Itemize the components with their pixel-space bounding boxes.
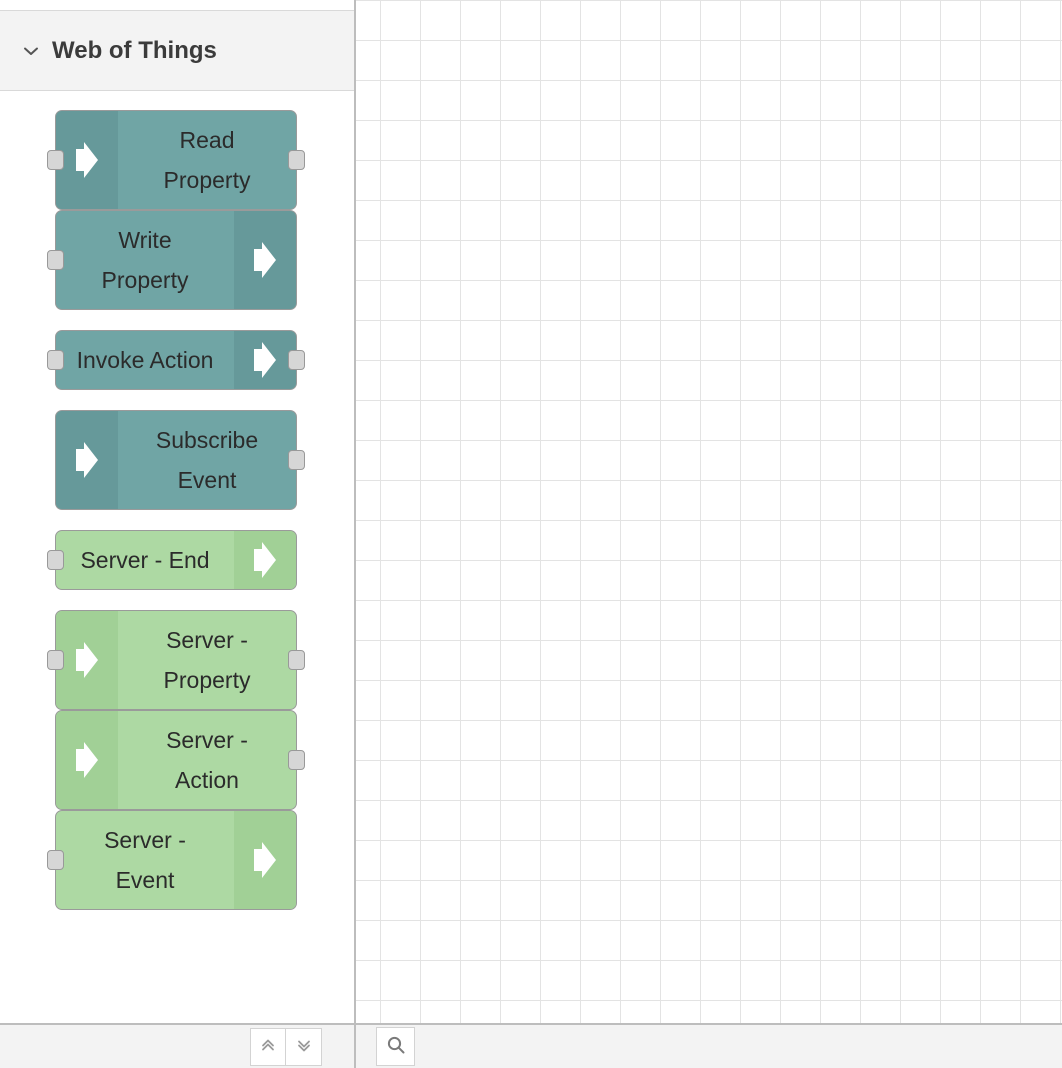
palette-node[interactable]: Write Property xyxy=(47,210,297,310)
palette-node-row: Write Property xyxy=(0,192,354,310)
palette-node-row: Subscribe Event xyxy=(0,392,354,510)
search-button[interactable] xyxy=(376,1027,415,1066)
palette-node-row: Server - Action xyxy=(0,692,354,810)
palette-node-label: Server - Property xyxy=(163,627,251,693)
palette-node[interactable]: Server - End xyxy=(47,530,297,590)
canvas-footer-controls xyxy=(356,1025,415,1068)
palette-node-label: Subscribe Event xyxy=(155,427,259,493)
palette-node[interactable]: Server - Property xyxy=(47,610,305,710)
node-output-port[interactable] xyxy=(288,350,305,370)
chevron-down-icon xyxy=(14,40,48,62)
palette-node-row: Server - Property xyxy=(0,592,354,710)
palette-node-label: Server - Event xyxy=(104,827,186,893)
palette-node-label: Invoke Action xyxy=(76,347,214,373)
double-chevron-up-icon xyxy=(258,1035,278,1058)
arrow-right-icon xyxy=(234,811,296,909)
palette-node[interactable]: Read Property xyxy=(47,110,305,210)
palette-node-label: Write Property xyxy=(101,227,189,293)
footer-divider xyxy=(354,1025,356,1068)
flow-canvas[interactable] xyxy=(356,0,1062,1023)
palette-node[interactable]: Server - Action xyxy=(55,710,305,810)
node-output-port[interactable] xyxy=(288,150,305,170)
node-input-port[interactable] xyxy=(47,350,64,370)
node-output-port[interactable] xyxy=(288,750,305,770)
arrow-right-icon xyxy=(56,711,118,809)
palette-category-label: Web of Things xyxy=(52,36,217,64)
arrow-right-icon xyxy=(56,111,118,209)
node-output-port[interactable] xyxy=(288,450,305,470)
palette-node-label: Server - End xyxy=(80,547,210,573)
palette-node-row: Server - End xyxy=(0,492,354,592)
palette-canvas-divider[interactable] xyxy=(354,0,356,1023)
palette-node[interactable]: Invoke Action xyxy=(47,330,305,390)
arrow-right-icon xyxy=(234,331,296,389)
arrow-right-icon xyxy=(56,411,118,509)
double-chevron-down-icon xyxy=(294,1035,314,1058)
palette-footer-controls xyxy=(0,1025,354,1068)
palette-node-row: Invoke Action xyxy=(0,292,354,392)
palette-node[interactable]: Subscribe Event xyxy=(55,410,305,510)
palette-node[interactable]: Server - Event xyxy=(47,810,297,910)
node-input-port[interactable] xyxy=(47,150,64,170)
palette-node-label: Server - Action xyxy=(166,727,248,793)
palette-node-row: Read Property xyxy=(0,92,354,210)
bottom-toolbar xyxy=(0,1023,1062,1068)
expand-all-button[interactable] xyxy=(286,1027,322,1066)
palette-node-row: Server - Event xyxy=(0,792,354,910)
collapse-all-button[interactable] xyxy=(250,1027,286,1066)
node-input-port[interactable] xyxy=(47,250,64,270)
node-input-port[interactable] xyxy=(47,550,64,570)
arrow-right-icon xyxy=(56,611,118,709)
node-output-port[interactable] xyxy=(288,650,305,670)
node-input-port[interactable] xyxy=(47,850,64,870)
arrow-right-icon xyxy=(234,211,296,309)
palette-category-web-of-things[interactable]: Web of Things xyxy=(0,10,354,91)
arrow-right-icon xyxy=(234,531,296,589)
search-icon xyxy=(385,1034,407,1059)
node-input-port[interactable] xyxy=(47,650,64,670)
palette-node-label: Read Property xyxy=(163,127,251,193)
